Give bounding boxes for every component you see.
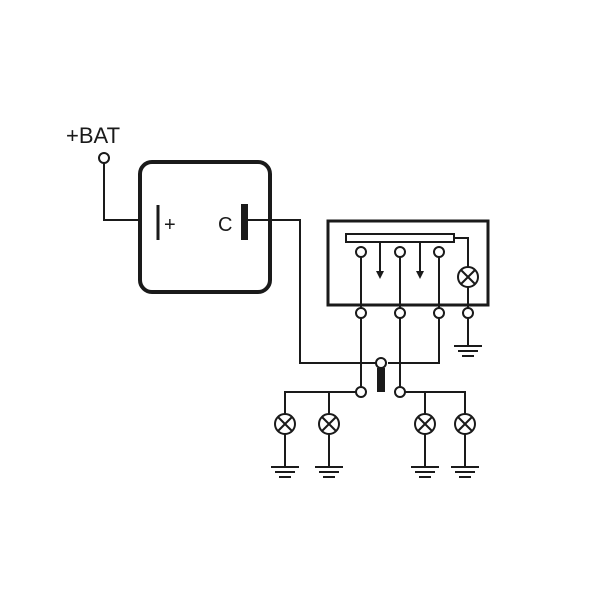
contact-arrow-head-2 — [416, 271, 424, 279]
terminal-3-to-switch-wire — [388, 317, 440, 364]
switch-pivot-node — [375, 357, 387, 369]
module-terminal-1 — [355, 307, 367, 319]
right-lamp-1-icon — [414, 413, 436, 435]
right-lamp-2-ground-icon — [451, 433, 479, 478]
module-terminal-2 — [394, 307, 406, 319]
flasher-c-label: C — [218, 214, 232, 236]
module-terminal-4 — [462, 307, 474, 319]
contact-arrow-head-1 — [376, 271, 384, 279]
indicator-bus-bar — [345, 233, 455, 243]
switch-lever — [377, 368, 385, 392]
indicator-module-box — [326, 219, 490, 307]
battery-wire — [103, 162, 141, 221]
right-lamp-1-ground-icon — [411, 433, 439, 478]
battery-terminal-node — [98, 152, 110, 164]
bus-node-3 — [433, 246, 445, 258]
switch-left-node — [355, 386, 367, 398]
module-ground-icon — [454, 317, 482, 357]
indicator-lamp-wire — [453, 237, 469, 267]
left-lamp-1-ground-icon — [271, 433, 299, 478]
flasher-output-wire — [269, 219, 382, 364]
left-lamp-bus-wire — [284, 391, 357, 415]
right-lamp-bus-wire — [404, 391, 466, 415]
battery-terminal-label: +BAT — [66, 123, 120, 148]
flasher-c-contact — [241, 204, 248, 240]
switch-right-node — [394, 386, 406, 398]
left-lamp-1-icon — [274, 413, 296, 435]
left-lamp-2-icon — [318, 413, 340, 435]
flasher-plus-label: + — [164, 214, 176, 236]
left-lamp-2-ground-icon — [315, 433, 343, 478]
bus-node-2 — [394, 246, 406, 258]
right-lamp-2-icon — [454, 413, 476, 435]
module-terminal-3 — [433, 307, 445, 319]
bus-node-1 — [355, 246, 367, 258]
indicator-lamp-icon — [457, 266, 479, 288]
flasher-unit-box — [138, 160, 272, 294]
